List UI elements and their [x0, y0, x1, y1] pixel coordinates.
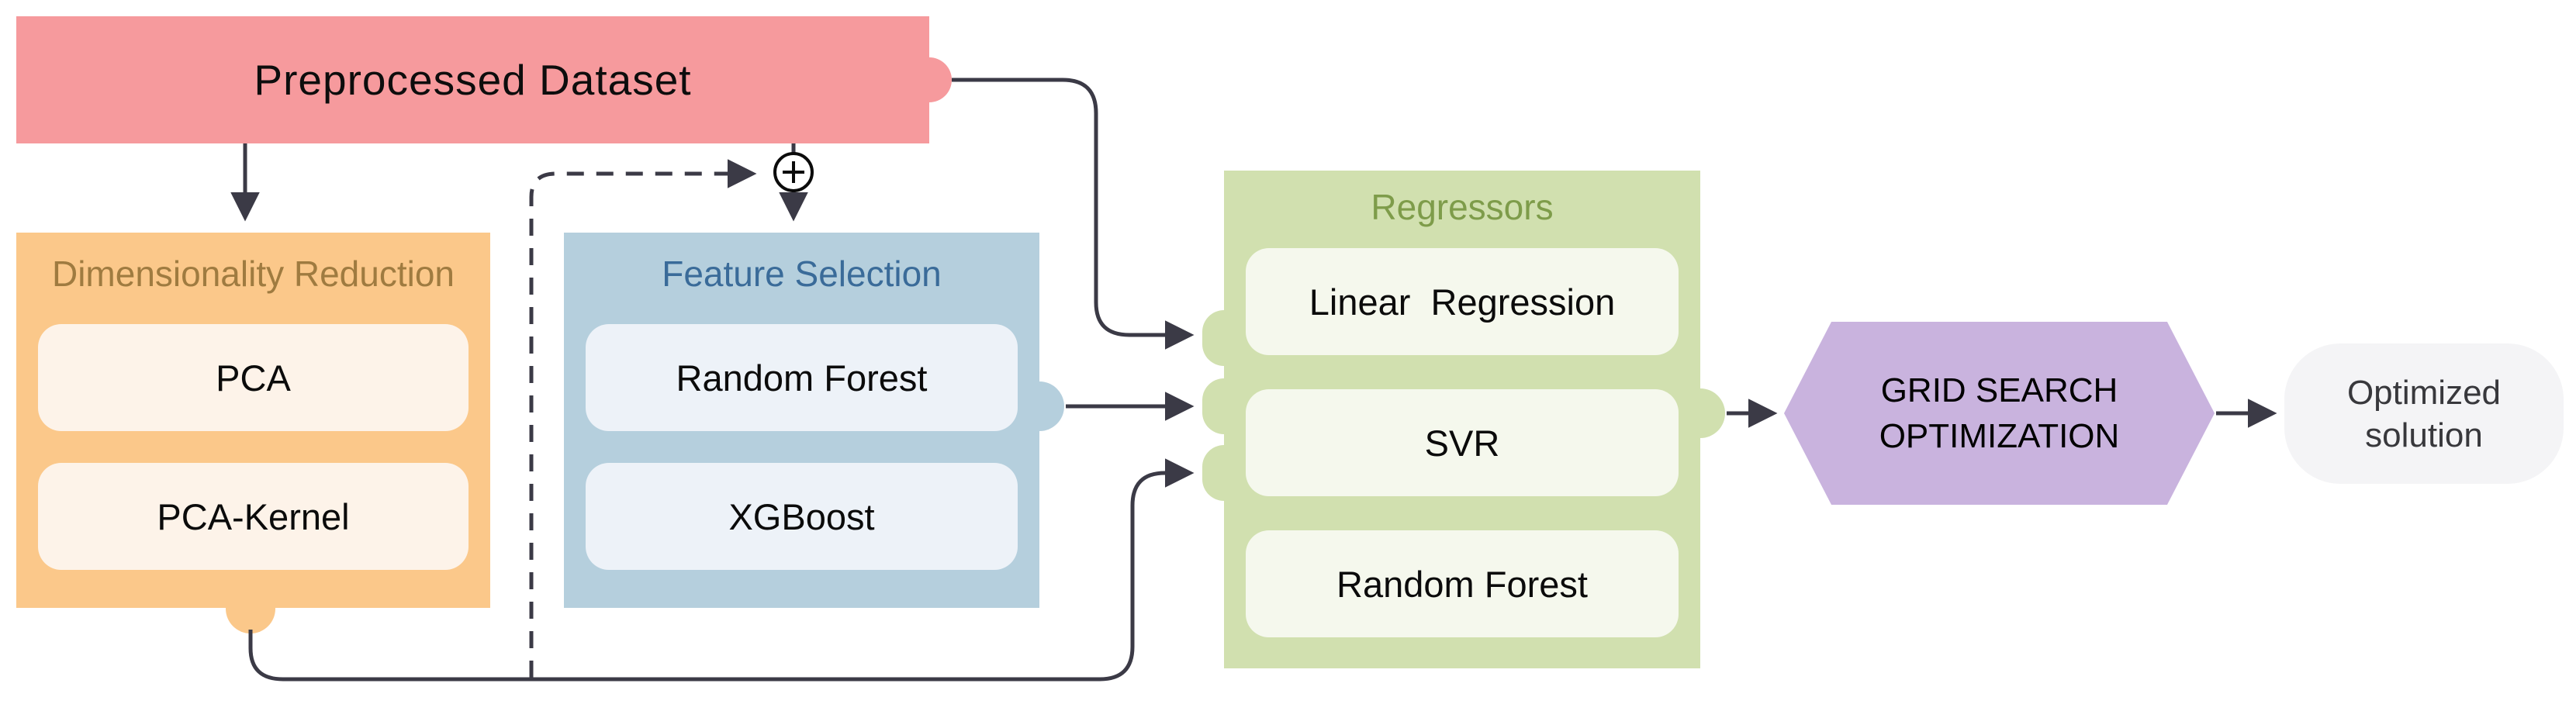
- feature-selection-title: Feature Selection: [662, 254, 942, 294]
- feature-random-forest-node: Random Forest: [586, 324, 1018, 431]
- regressors-title: Regressors: [1371, 187, 1554, 227]
- pca-kernel-label: PCA-Kernel: [157, 495, 350, 537]
- dimensionality-reduction-group: Dimensionality Reduction PCA PCA-Kernel: [16, 233, 490, 608]
- preprocessed-dataset-node: Preprocessed Dataset: [16, 16, 929, 143]
- svr-label: SVR: [1424, 422, 1500, 464]
- linear-regression-label: Linear Regression: [1309, 281, 1616, 323]
- optimized-solution-node: Optimized solution: [2284, 343, 2564, 484]
- regressor-random-forest-node: Random Forest: [1246, 530, 1679, 637]
- xgboost-node: XGBoost: [586, 463, 1018, 570]
- xgboost-label: XGBoost: [728, 495, 875, 537]
- pca-label: PCA: [216, 357, 291, 399]
- pca-node: PCA: [38, 324, 469, 431]
- feature-random-forest-label: Random Forest: [676, 357, 928, 399]
- regressors-group: Regressors Linear Regression SVR Random …: [1224, 171, 1700, 668]
- regressor-random-forest-label: Random Forest: [1336, 563, 1588, 605]
- svr-node: SVR: [1246, 389, 1679, 496]
- dimensionality-reduction-title: Dimensionality Reduction: [51, 254, 455, 294]
- feature-selection-group: Feature Selection Random Forest XGBoost: [564, 233, 1039, 608]
- grid-search-optimization-node: GRID SEARCH OPTIMIZATION: [1784, 322, 2215, 505]
- optimized-solution-label: Optimized solution: [2346, 373, 2502, 454]
- pca-kernel-node: PCA-Kernel: [38, 463, 469, 570]
- preprocessed-dataset-label: Preprocessed Dataset: [254, 56, 692, 104]
- plus-combiner-icon: [773, 152, 814, 192]
- grid-search-optimization-label: GRID SEARCH OPTIMIZATION: [1879, 371, 2120, 455]
- linear-regression-node: Linear Regression: [1246, 248, 1679, 355]
